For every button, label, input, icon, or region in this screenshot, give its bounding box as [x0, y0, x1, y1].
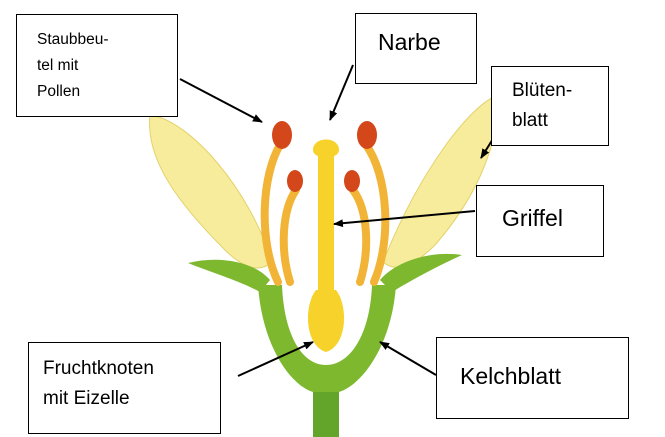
stamen-filament-outer-right	[366, 145, 385, 282]
label-box-bluetenblatt: Blüten- blatt	[491, 66, 609, 146]
label-box-staubbeutel: Staubbeu- tel mit Pollen	[16, 14, 178, 117]
anther-outer-right	[357, 121, 377, 149]
arrow-to-sepal	[380, 342, 436, 375]
arrow-to-anther	[180, 79, 262, 122]
label-bluetenblatt: Blüten- blatt	[512, 76, 572, 136]
anther-inner-right	[344, 170, 360, 192]
stamen-filament-outer-left	[265, 145, 280, 282]
left-petal	[150, 115, 272, 268]
pistil-ovary	[308, 290, 344, 352]
anther-inner-left	[287, 170, 303, 192]
label-narbe: Narbe	[378, 28, 441, 56]
label-box-fruchtknoten: Fruchtknoten mit Eizelle	[28, 342, 221, 434]
arrow-to-stigma	[330, 65, 353, 120]
label-staubbeutel: Staubbeu- tel mit Pollen	[37, 27, 109, 105]
stamen-filament-inner-right	[353, 190, 366, 282]
flower-stem	[313, 388, 339, 437]
label-griffel: Griffel	[502, 204, 563, 232]
label-box-kelchblatt: Kelchblatt	[436, 337, 629, 419]
stamen-filament-inner-left	[284, 190, 296, 282]
label-kelchblatt: Kelchblatt	[460, 362, 561, 390]
label-box-narbe: Narbe	[355, 13, 477, 84]
anther-outer-left	[272, 121, 292, 149]
label-fruchtknoten: Fruchtknoten mit Eizelle	[43, 354, 154, 414]
pistil-style	[318, 148, 334, 296]
label-box-griffel: Griffel	[476, 185, 604, 257]
pistil-stigma	[313, 140, 339, 158]
